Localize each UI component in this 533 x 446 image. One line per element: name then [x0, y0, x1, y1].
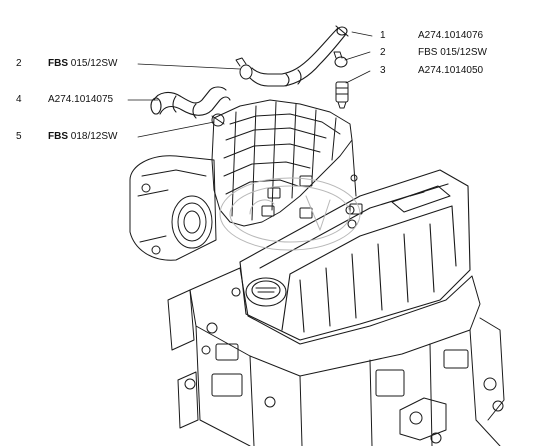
- part-label-5-suffix: 018/12SW: [68, 131, 118, 142]
- part-label-4: A274.1014075: [48, 94, 114, 105]
- breather-hose-lower: [150, 86, 231, 119]
- leader-lines: [127, 31, 373, 138]
- leader-line-2-right: [344, 51, 371, 61]
- leader-line-3: [345, 70, 371, 84]
- pcv-valve: [335, 81, 349, 109]
- valve-cover: [231, 169, 471, 341]
- callout-number-2-left: 2: [16, 58, 22, 69]
- part-label-3: A274.1014050: [418, 65, 484, 76]
- throttle-body: [129, 155, 217, 261]
- leader-line-1: [351, 31, 373, 37]
- leader-line-2-left: [137, 63, 241, 70]
- callout-number-1: 1: [380, 30, 386, 41]
- clamp-lower: [211, 113, 225, 127]
- part-label-2-left: FBS 015/12SW: [48, 58, 117, 70]
- callout-number-5: 5: [16, 131, 22, 142]
- part-label-1: A274.1014076: [418, 30, 484, 41]
- callout-number-4: 4: [16, 94, 22, 105]
- gaz-watermark: [219, 177, 361, 251]
- callout-number-2-right: 2: [380, 47, 386, 58]
- breather-hose-upper: [249, 25, 349, 87]
- part-label-2-right: FBS 015/12SW: [418, 47, 487, 58]
- part-label-5-prefix: FBS: [48, 131, 68, 142]
- callout-number-3: 3: [380, 65, 386, 76]
- engine-block: [167, 267, 505, 446]
- part-label-2-left-prefix: FBS: [48, 58, 68, 69]
- part-label-5: FBS 018/12SW: [48, 131, 117, 143]
- intake-manifold: [211, 99, 363, 227]
- hose-clamps: [235, 51, 348, 80]
- part-label-2-left-suffix: 015/12SW: [68, 58, 118, 69]
- leader-line-5: [137, 121, 215, 138]
